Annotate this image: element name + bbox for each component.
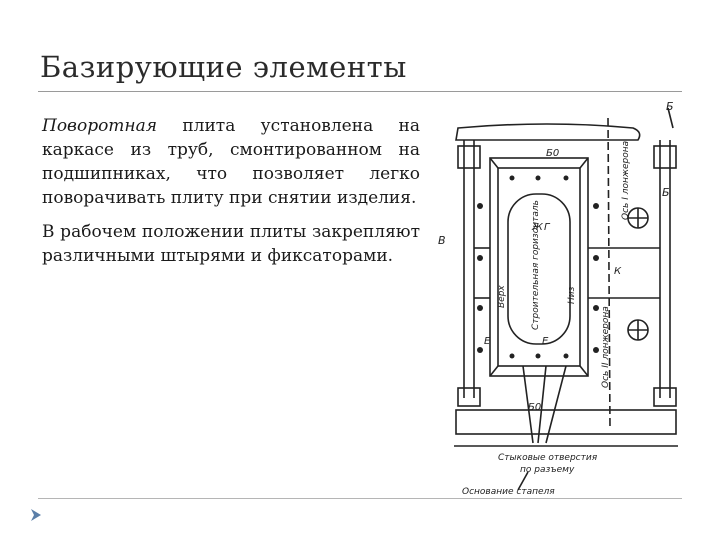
label-stykovye-2: по разъему [520, 465, 575, 475]
label-stroit: Строительная горизонталь [531, 200, 541, 330]
paragraph-1-emphasis: Поворотная [42, 116, 158, 136]
paragraph-1-text: плита установлена на каркасе из труб, см… [42, 116, 420, 208]
bearing-bottom-right [653, 387, 677, 407]
label-b-mid: Б [662, 186, 670, 199]
fixture-drawing: Б Б Б0 Б0 В К Е Е Ж Г Ось I лонжерона Ос… [438, 100, 678, 497]
plate-frame-inner [497, 167, 581, 367]
label-zh: Ж [531, 222, 544, 233]
paragraph-1: Поворотная плита установлена на каркасе … [42, 114, 420, 210]
label-axis1: Ось I лонжерона [621, 141, 631, 220]
slide-title: Базирующие элементы [40, 50, 407, 84]
slide-bullet-icon [31, 509, 41, 521]
label-axis2: Ось II лонжерона [601, 306, 611, 388]
axis-line [607, 117, 611, 429]
label-e-right: Е [542, 336, 549, 347]
label-g: Г [544, 222, 551, 233]
slide-body: Поворотная плита установлена на каркасе … [42, 114, 420, 278]
title-divider [38, 91, 682, 92]
footer-divider [38, 498, 682, 499]
rotating-plate [507, 193, 571, 345]
stand-base [455, 409, 677, 435]
label-b60-bottom: Б0 [528, 402, 541, 413]
label-v: В [438, 234, 446, 247]
label-osnovanie: Основание стапеля [462, 487, 555, 497]
label-b-top: Б [666, 100, 674, 113]
bearing-top-left [457, 145, 481, 169]
label-k: К [614, 266, 622, 277]
plate-frame-outer [489, 157, 589, 377]
top-plate [455, 123, 641, 141]
bearing-top-right [653, 145, 677, 169]
label-verh: Верх [497, 285, 507, 308]
label-stykovye-1: Стыковые отверстия [498, 453, 598, 463]
paragraph-2: В рабочем положении плиты закрепляют раз… [42, 222, 420, 266]
label-b60-top: Б0 [546, 148, 559, 159]
bearing-bottom-left [457, 387, 481, 407]
label-niz: Низ [567, 286, 577, 304]
label-e-left: Е [484, 336, 491, 347]
